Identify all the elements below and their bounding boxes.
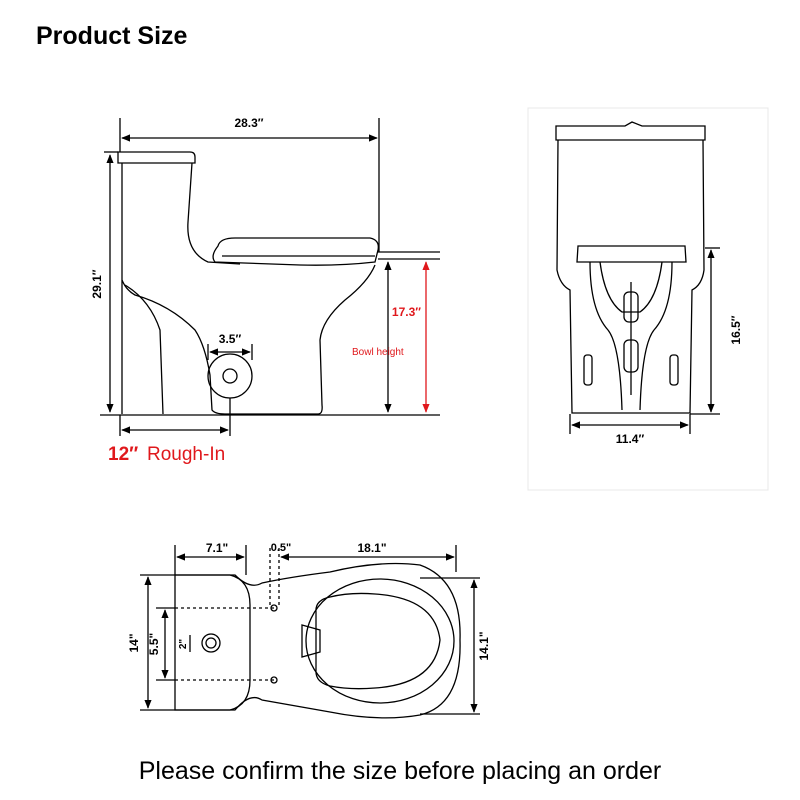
front-height-label: 16.5″ xyxy=(729,315,743,344)
front-bowl-right-curve xyxy=(639,261,673,411)
bowl-length-label: 18.1" xyxy=(357,541,386,555)
seat-outline xyxy=(212,237,379,266)
front-right-cover xyxy=(669,354,679,386)
tank-width-label: 14" xyxy=(127,633,141,652)
footer-note: Please confirm the size before placing a… xyxy=(138,757,662,785)
side-height-label: 29.1″ xyxy=(90,269,104,298)
top-hinge xyxy=(301,624,321,658)
gap-label: 0.5" xyxy=(271,542,292,554)
top-body-outline xyxy=(174,562,461,719)
top-seat-inner xyxy=(315,592,441,690)
toilet-body-outline xyxy=(121,163,376,415)
tank-depth-label: 7.1" xyxy=(206,541,228,555)
bowl-height-value: 17.3″ xyxy=(392,305,421,319)
page-title: Product Size xyxy=(36,22,188,50)
outlet-size-label: 2" xyxy=(178,639,189,650)
bowl-height-label: Bowl height xyxy=(352,347,404,358)
front-view xyxy=(555,121,720,434)
toilet-base-curve xyxy=(124,284,164,415)
outlet-circle xyxy=(207,353,253,399)
rough-in-value: 12″ xyxy=(108,444,138,465)
bowl-width-label: 14.1" xyxy=(477,631,491,660)
side-length-label: 28.3″ xyxy=(234,116,263,130)
outlet-diameter-label: 3.5″ xyxy=(219,332,242,346)
front-body-outline xyxy=(556,139,705,414)
front-tank-lid-outline xyxy=(555,121,706,141)
outlet-inner-circle xyxy=(222,368,238,384)
front-trap-lower xyxy=(623,339,639,373)
front-seat-outline xyxy=(576,245,687,263)
front-width-label: 11.4″ xyxy=(616,432,645,446)
top-outlet-outer xyxy=(201,633,221,653)
top-outlet-inner xyxy=(205,637,217,649)
top-view xyxy=(140,545,480,719)
side-view xyxy=(100,118,440,436)
bolt-spacing-label: 5.5" xyxy=(147,633,161,655)
top-seat-outer xyxy=(305,578,455,704)
tank-lid-outline xyxy=(117,151,196,164)
front-bowl-left-curve xyxy=(589,261,623,411)
front-left-cover xyxy=(583,354,593,386)
tank-front-outline xyxy=(187,162,241,265)
rough-in-label: Rough-In xyxy=(147,444,225,465)
front-view-panel xyxy=(527,107,769,491)
front-trap-upper xyxy=(623,291,639,323)
top-tank-outline xyxy=(175,574,251,711)
